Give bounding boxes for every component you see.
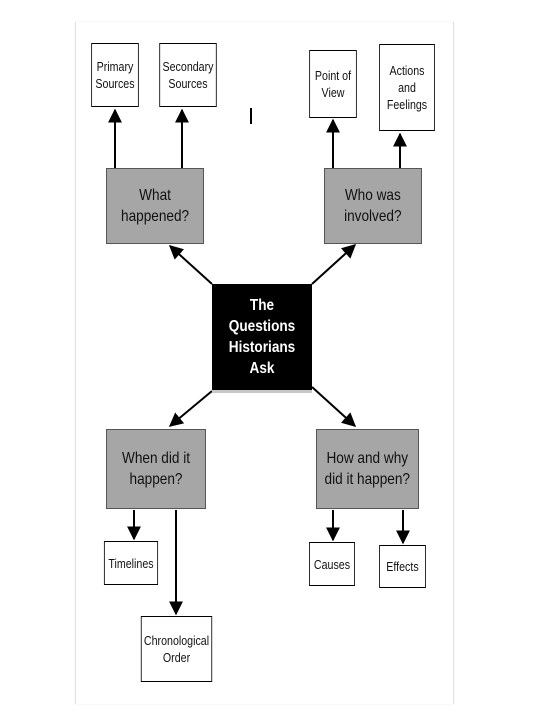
secondary-sources-label: Secondary Sources	[162, 59, 214, 91]
when-did-it-happen-label: When did it happen?	[121, 450, 191, 488]
central-question-label: The Questions Historians Ask	[228, 297, 296, 377]
arrow-to-what	[168, 245, 213, 285]
secondary-sources-box: Secondary Sources	[159, 43, 217, 107]
how-and-why-box: How and why did it happen?	[316, 429, 419, 509]
who-was-involved-label: Who was involved?	[344, 187, 402, 225]
causes-label: Causes	[313, 556, 351, 572]
timelines-box: Timelines	[103, 541, 159, 585]
how-and-why-label: How and why did it happen?	[324, 450, 411, 488]
who-was-involved-box: Who was involved?	[324, 168, 422, 244]
primary-sources-label: Primary Sources	[95, 59, 135, 91]
point-of-view-label: Point of View	[314, 68, 352, 100]
effects-box: Effects	[379, 545, 426, 588]
arrow-to-when	[168, 390, 213, 427]
what-happened-label: What happened?	[120, 187, 190, 225]
point-of-view-box: Point of View	[309, 50, 357, 118]
central-question-box: The Questions Historians Ask	[212, 284, 312, 393]
what-happened-box: What happened?	[106, 168, 204, 244]
arrow-to-who	[311, 244, 357, 285]
chronological-order-box: Chronological Order	[140, 616, 213, 682]
timelines-label: Timelines	[108, 555, 154, 571]
arrow-to-how	[311, 386, 357, 427]
actions-feelings-box: Actions and Feelings	[379, 44, 435, 131]
primary-sources-box: Primary Sources	[91, 43, 139, 107]
causes-box: Causes	[309, 542, 355, 586]
chronological-order-label: Chronological Order	[143, 633, 210, 665]
effects-label: Effects	[386, 559, 419, 574]
actions-feelings-label: Actions and Feelings	[386, 63, 428, 112]
when-did-it-happen-box: When did it happen?	[106, 429, 206, 509]
text-cursor	[250, 108, 252, 124]
